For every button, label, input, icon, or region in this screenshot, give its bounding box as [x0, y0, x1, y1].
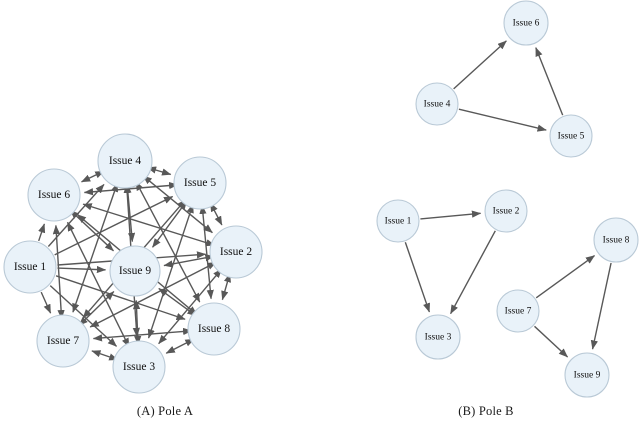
edge-i8-to-i3 — [165, 338, 195, 354]
node-label: Issue 8 — [603, 236, 630, 246]
edge-i8-to-i9 — [590, 262, 612, 350]
node-circle — [27, 168, 81, 222]
edge-i8-to-i9 — [158, 287, 197, 317]
edge-i4-to-i6 — [81, 170, 105, 183]
node-issue-9[interactable]: Issue 9 — [109, 245, 161, 297]
node-label: Issue 5 — [558, 132, 585, 142]
node-circle — [593, 217, 639, 263]
node-issue-5[interactable]: Issue 5 — [549, 114, 593, 158]
node-label: Issue 2 — [493, 207, 520, 217]
edge-i2-to-i3 — [449, 230, 496, 315]
graph-pole-a: Issue 4 Issue 5 Issue 2 Issue 8 Issue 3 Issue… — [3, 133, 263, 394]
node-circle — [173, 156, 227, 210]
panel-pole-a: Issue 4 Issue 5 Issue 2 Issue 8 Issue 3 Issue… — [3, 133, 263, 418]
node-label: Issue 4 — [109, 155, 142, 167]
node-circle — [36, 314, 90, 368]
edge-i1-to-i9 — [57, 265, 107, 274]
edge-i5-to-i2 — [210, 202, 223, 226]
node-label: Issue 4 — [424, 100, 451, 110]
edge-i1-to-i2 — [420, 210, 482, 220]
node-label: Issue 7 — [47, 335, 80, 347]
node-issue-3[interactable]: Issue 3 — [112, 340, 166, 394]
node-label: Issue 5 — [184, 177, 217, 189]
edge-i1-to-i6 — [38, 223, 46, 242]
edge-i7-to-i8 — [535, 254, 595, 299]
node-circle — [415, 82, 459, 126]
node-circle — [484, 189, 528, 233]
node-layer-pole-b: Issue 6 Issue 4 Issue 5 Issue 1 Issue 2 Issue… — [376, 0, 639, 398]
node-circle — [112, 340, 166, 394]
node-issue-3[interactable]: Issue 3 — [415, 314, 461, 360]
node-issue-4[interactable]: Issue 4 — [97, 133, 153, 189]
node-issue-9[interactable]: Issue 9 — [564, 352, 610, 398]
node-circle — [503, 0, 549, 46]
node-issue-7[interactable]: Issue 7 — [36, 314, 90, 368]
node-label: Issue 9 — [119, 265, 152, 277]
edge-i4-to-i6 — [453, 40, 507, 90]
edge-i5-to-i6 — [83, 181, 179, 196]
edge-i3-to-i9 — [132, 299, 142, 346]
node-label: Issue 3 — [123, 361, 156, 373]
node-label: Issue 7 — [505, 307, 532, 317]
node-layer-pole-a: Issue 4 Issue 5 Issue 2 Issue 8 Issue 3 Issue… — [3, 133, 263, 394]
node-issue-1[interactable]: Issue 1 — [376, 199, 420, 243]
node-circle — [549, 114, 593, 158]
node-label: Issue 9 — [574, 371, 601, 381]
edge-i8-to-i7 — [92, 327, 193, 342]
node-issue-5[interactable]: Issue 5 — [173, 156, 227, 210]
node-circle — [97, 133, 153, 189]
node-label: Issue 6 — [38, 189, 71, 201]
edge-i7-to-i9 — [78, 291, 115, 326]
node-issue-1[interactable]: Issue 1 — [3, 240, 57, 294]
node-label: Issue 2 — [220, 246, 253, 258]
edge-i4-to-i5 — [458, 108, 547, 132]
edge-layer-pole-b — [404, 40, 612, 358]
edge-i1-to-i7 — [40, 291, 52, 314]
node-circle — [187, 302, 241, 356]
edge-i2-to-i9 — [163, 254, 215, 268]
caption-pole-b: (B) Pole B — [458, 404, 514, 418]
edge-i7-to-i6 — [52, 224, 65, 320]
edge-i3-to-i7 — [91, 350, 119, 361]
edge-i7-to-i9 — [534, 325, 569, 358]
node-circle — [109, 245, 161, 297]
node-circle — [564, 352, 610, 398]
panel-pole-b: Issue 6 Issue 4 Issue 5 Issue 1 Issue 2 Issue… — [330, 0, 642, 425]
edge-i1-to-i3 — [404, 242, 431, 313]
edge-i6-to-i9 — [69, 209, 114, 252]
node-issue-8[interactable]: Issue 8 — [187, 302, 241, 356]
node-circle — [376, 199, 420, 243]
edge-i4-to-i5 — [146, 166, 172, 176]
node-label: Issue 8 — [198, 323, 231, 335]
graph-pole-b: Issue 6 Issue 4 Issue 5 Issue 1 Issue 2 Issue… — [376, 0, 639, 398]
node-circle — [415, 314, 461, 360]
node-issue-7[interactable]: Issue 7 — [496, 289, 540, 333]
edge-i5-to-i6 — [535, 47, 564, 116]
edge-i2-to-i8 — [221, 272, 231, 301]
node-issue-6[interactable]: Issue 6 — [503, 0, 549, 46]
node-issue-4[interactable]: Issue 4 — [415, 82, 459, 126]
node-issue-6[interactable]: Issue 6 — [27, 168, 81, 222]
node-issue-2[interactable]: Issue 2 — [484, 189, 528, 233]
caption-pole-a: (A) Pole A — [136, 404, 194, 418]
node-label: Issue 6 — [513, 19, 540, 29]
node-issue-8[interactable]: Issue 8 — [593, 217, 639, 263]
node-label: Issue 1 — [14, 261, 47, 273]
node-circle — [209, 225, 263, 279]
node-circle — [3, 240, 57, 294]
node-circle — [496, 289, 540, 333]
node-issue-2[interactable]: Issue 2 — [209, 225, 263, 279]
node-label: Issue 1 — [385, 217, 412, 227]
node-label: Issue 3 — [425, 333, 452, 343]
